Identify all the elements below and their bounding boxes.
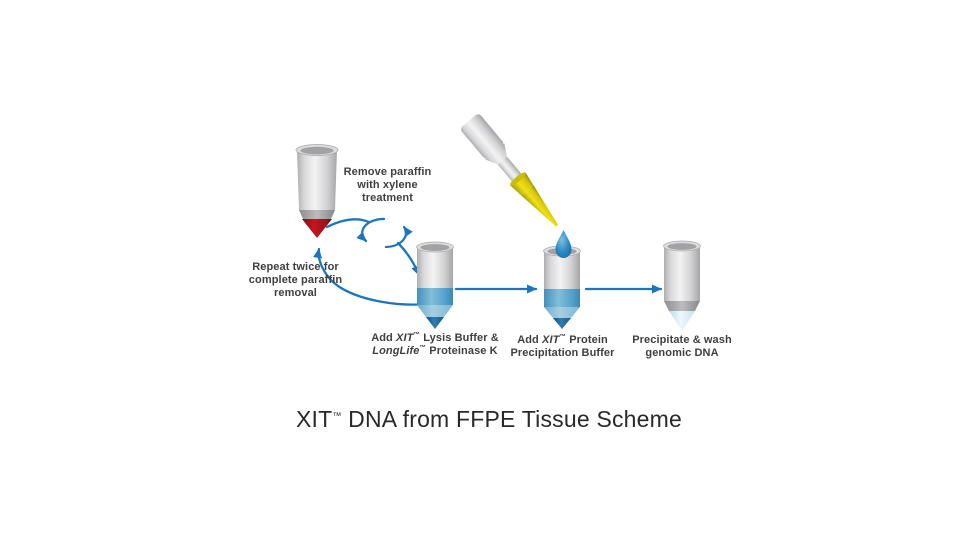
label-text: genomic DNA (645, 347, 719, 359)
label-text: Lysis Buffer & (420, 332, 499, 344)
tube-blue-lysis-icon (416, 241, 454, 329)
flow-arrows (313, 217, 663, 306)
title-brand: XIT (295, 406, 333, 432)
arrow-tube1-to-cycle (325, 218, 371, 229)
brand-name: LongLife (372, 345, 420, 357)
label-precipitate-wash: Precipitate & wash genomic DNA (614, 334, 750, 360)
label-text: Proteinase K (426, 345, 498, 357)
label-text: Precipitation Buffer (510, 347, 615, 359)
brand-name: XIT (396, 332, 414, 344)
label-text: Add (517, 334, 543, 346)
label-text: Protein (566, 334, 608, 346)
tube-red-paraffin-icon (295, 144, 339, 238)
diagram-title: XIT™ DNA from FFPE Tissue Scheme (244, 406, 734, 433)
label-precipitation-buffer: Add XIT™ Protein Precipitation Buffer (495, 334, 630, 360)
note-line: treatment (361, 192, 414, 204)
cycle-arrow-left (356, 217, 386, 243)
title-text: DNA from FFPE Tissue Scheme (341, 406, 683, 432)
note-line: complete paraffin (248, 274, 343, 286)
arrow-cycle-to-tube2 (396, 241, 421, 277)
note-line: Remove paraffin (343, 166, 432, 178)
brand-name: XIT (542, 334, 560, 346)
trademark-symbol: ™ (332, 410, 342, 421)
note-repeat-twice: Repeat twice for complete paraffin remov… (238, 261, 353, 300)
pipette-icon (461, 114, 559, 227)
tube-pale-dna-icon (663, 240, 701, 331)
cycle-arrow-right (384, 225, 413, 249)
droplet-icon (555, 230, 572, 258)
trademark-symbol: ™ (413, 331, 421, 339)
tube-blue-precipitation-icon (543, 245, 581, 329)
label-lysis-buffer: Add XIT™ Lysis Buffer & LongLife™ Protei… (357, 332, 513, 358)
trademark-symbol: ™ (559, 333, 567, 341)
note-line: with xylene (357, 179, 418, 191)
note-remove-paraffin: Remove paraffin with xylene treatment (330, 166, 445, 205)
note-line: removal (274, 287, 317, 299)
trademark-symbol: ™ (419, 344, 427, 352)
note-line: Repeat twice for (252, 261, 339, 273)
label-text: Add (371, 332, 397, 344)
label-text: Precipitate & wash (632, 334, 732, 346)
arrow-repeat-return (313, 247, 430, 306)
